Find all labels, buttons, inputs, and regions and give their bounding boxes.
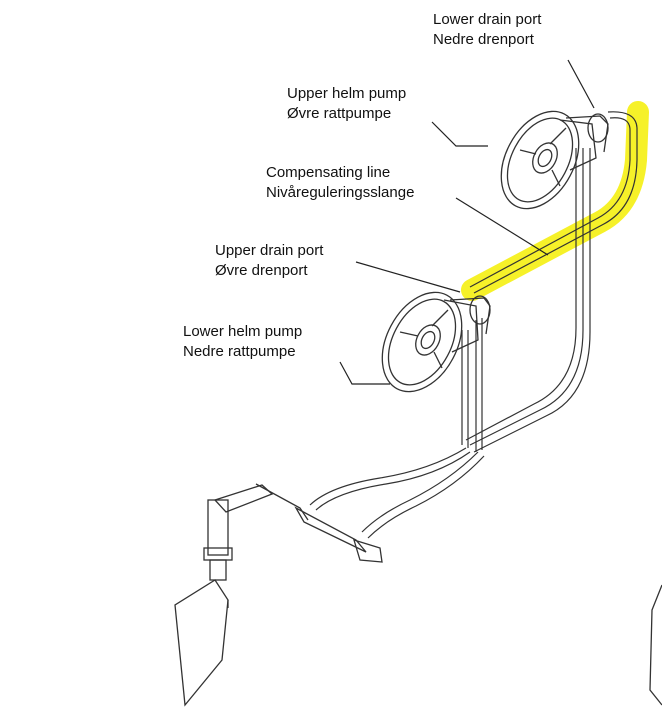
label-lower-drain-port-no: Nedre drenport bbox=[433, 31, 534, 48]
hull-edge bbox=[649, 584, 662, 706]
upper-helm-wheel bbox=[500, 110, 609, 210]
label-compensating-line: Compensating line Nivåreguleringsslange bbox=[266, 163, 414, 203]
label-upper-helm-pump-en: Upper helm pump bbox=[287, 85, 407, 102]
rudder-assembly bbox=[174, 483, 383, 707]
label-upper-drain-port-no: Øvre drenport bbox=[215, 262, 308, 279]
leader-lines bbox=[339, 59, 595, 385]
hoses-to-cylinder bbox=[309, 447, 485, 539]
label-upper-drain-port-en: Upper drain port bbox=[215, 242, 324, 259]
compensating-line-highlight bbox=[461, 101, 649, 301]
pipe-lower-vertical bbox=[461, 318, 483, 452]
label-compensating-line-no: Nivåreguleringsslange bbox=[266, 184, 415, 201]
compensating-line bbox=[469, 111, 638, 294]
label-lower-drain-port-en: Lower drain port bbox=[433, 11, 542, 28]
label-lower-helm-pump-no: Nedre rattpumpe bbox=[183, 343, 296, 360]
label-upper-helm-pump-no: Øvre rattpumpe bbox=[287, 105, 392, 122]
label-upper-helm-pump: Upper helm pump Øvre rattpumpe bbox=[287, 84, 406, 124]
lower-helm-wheel bbox=[381, 291, 491, 393]
label-compensating-line-en: Compensating line bbox=[266, 164, 391, 181]
label-upper-drain-port: Upper drain port Øvre drenport bbox=[215, 241, 323, 281]
label-lower-helm-pump: Lower helm pump Nedre rattpumpe bbox=[183, 322, 302, 362]
pipe-upper-vertical bbox=[465, 148, 591, 453]
label-lower-drain-port: Lower drain port Nedre drenport bbox=[433, 10, 541, 50]
label-lower-helm-pump-en: Lower helm pump bbox=[183, 323, 303, 340]
